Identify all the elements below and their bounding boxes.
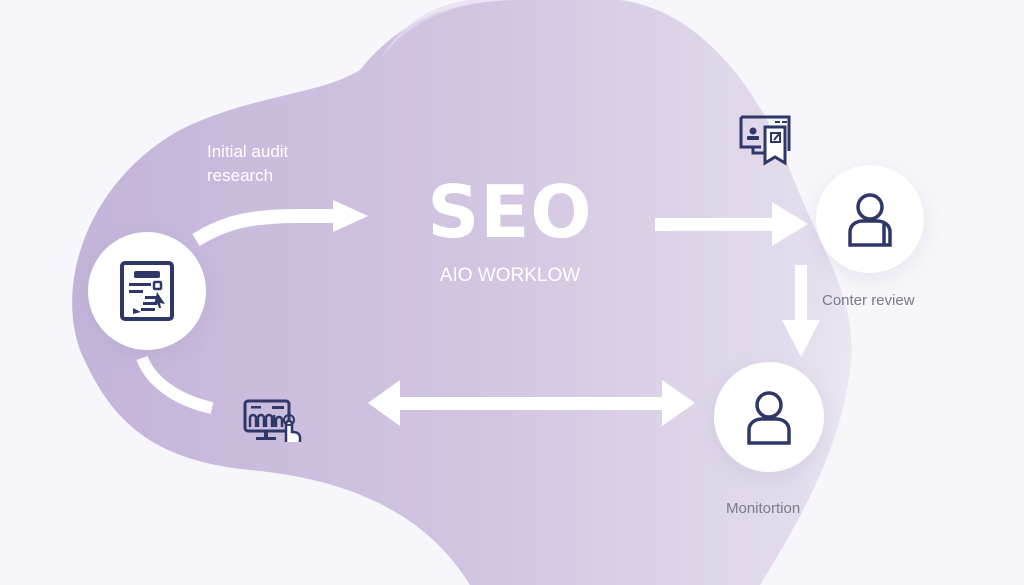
label-initial-audit-line2: research	[207, 166, 274, 185]
label-monitoring: Monitortion	[726, 500, 801, 517]
label-initial-audit: Initial audit research	[207, 140, 288, 188]
user-icon	[848, 193, 892, 247]
node-initial-audit[interactable]	[88, 232, 206, 350]
user-icon	[747, 391, 791, 445]
arrow-seo-to-review	[655, 218, 775, 231]
curve-audit-to-analytics	[136, 355, 214, 414]
diagram-title: SEO	[427, 170, 593, 254]
content-review-icon-wrap	[737, 113, 793, 169]
diagram-subtitle: AIO WORKLOW	[439, 265, 581, 286]
label-initial-audit-line1: Initial audit	[207, 142, 289, 161]
node-monitoring[interactable]	[714, 362, 824, 472]
arrow-audit-to-seo	[192, 209, 335, 246]
node-content-review[interactable]	[816, 165, 924, 273]
arrow-double-analytics-monitor	[395, 397, 665, 410]
label-content-review: Conter review	[822, 292, 915, 309]
document-edit-icon	[120, 261, 174, 321]
monitor-chart-touch-icon	[243, 399, 302, 442]
arrow-review-to-monitor	[795, 265, 807, 325]
monitor-bookmark-icon	[739, 115, 791, 166]
analytics-icon-wrap	[242, 398, 304, 444]
